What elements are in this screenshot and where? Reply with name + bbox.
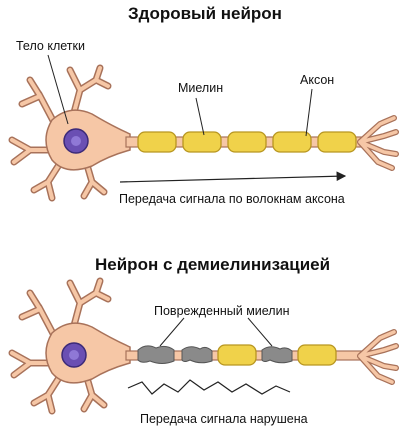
axon-label: Аксон: [300, 73, 335, 87]
demyelinated-neuron: [8, 277, 399, 415]
demyelinated-neuron-title: Нейрон с демиелинизацией: [95, 255, 331, 274]
remaining-myelin: [217, 344, 337, 366]
damaged-myelin-label: Поврежденный миелин: [154, 304, 290, 318]
healthy-signal-arrow: [119, 171, 347, 183]
myelin-label: Миелин: [178, 81, 224, 95]
cell-body-label: Тело клетки: [16, 39, 85, 53]
healthy-neuron: [8, 54, 399, 202]
healthy-signal-caption: Передача сигнала по волокнам аксона: [119, 192, 345, 206]
damaged-myelin: [137, 345, 293, 364]
disrupted-signal-line: [127, 379, 291, 395]
disrupted-signal-caption: Передача сигнала нарушена: [140, 412, 308, 426]
healthy-neuron-title: Здоровый нейрон: [128, 4, 282, 23]
demyelinated-cell-body: [45, 322, 131, 384]
healthy-myelin-sheath: [137, 131, 357, 153]
